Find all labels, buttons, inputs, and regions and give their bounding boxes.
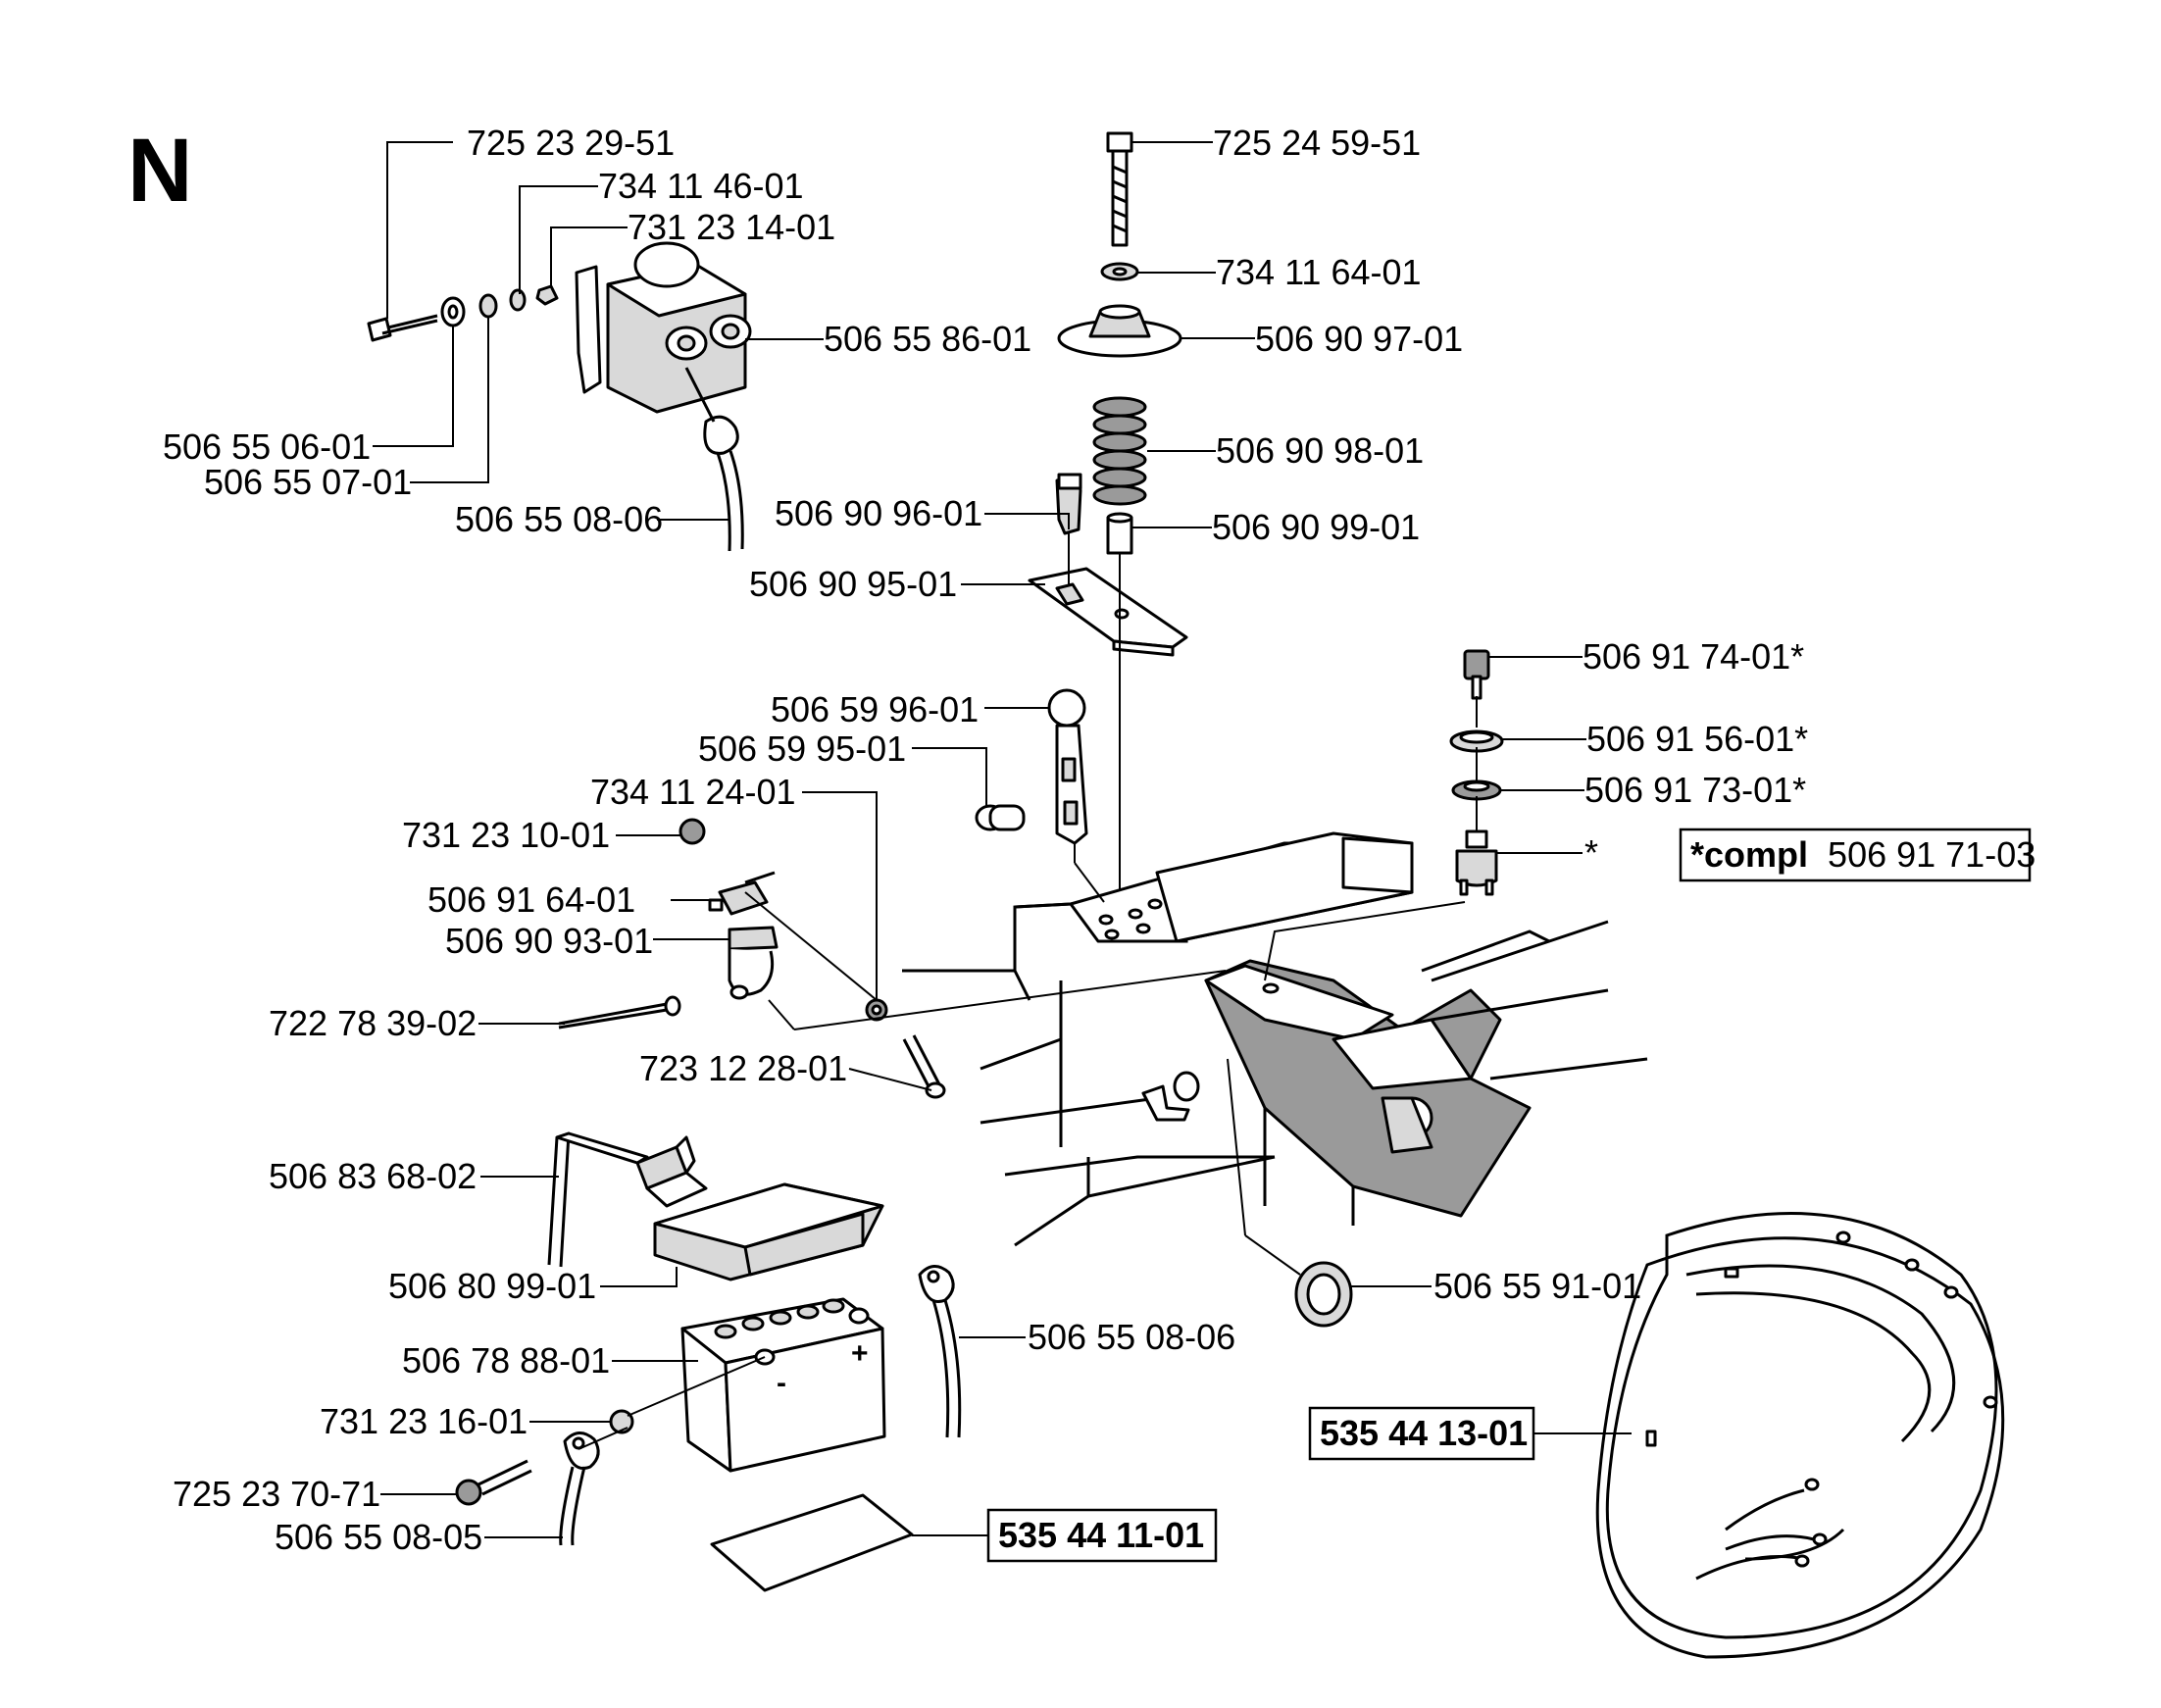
label-506-78-88-01: 506 78 88-01 — [402, 1340, 610, 1381]
label-734-11-46-01: 734 11 46-01 — [598, 166, 804, 206]
compl-number: 506 91 71-03 — [1828, 834, 2035, 875]
label-506-55-91-01: 506 55 91-01 — [1433, 1266, 1641, 1306]
frame-structure — [902, 831, 1648, 1247]
label-506-91-64-01: 506 91 64-01 — [427, 879, 635, 920]
mounting-plate — [1028, 567, 1188, 649]
solenoid-assembly — [367, 241, 752, 552]
bolt-shank — [387, 314, 438, 329]
lever-assembly — [558, 688, 1227, 1099]
kit-535-44-11-01-box: 535 44 11-01 — [986, 1508, 1218, 1563]
kit-535-44-13-01: 535 44 13-01 — [1320, 1413, 1528, 1453]
section-letter: N — [127, 121, 192, 221]
label-506-55-86-01: 506 55 86-01 — [824, 319, 1031, 359]
part-labels: 725 23 29-51 734 11 46-01 731 23 14-01 5… — [163, 123, 1808, 1557]
kit-535-44-13-01-box: 535 44 13-01 — [1308, 1406, 1535, 1461]
label-star: * — [1584, 832, 1598, 873]
label-506-90-97-01: 506 90 97-01 — [1255, 319, 1463, 359]
label-725-23-29-51: 725 23 29-51 — [467, 123, 675, 163]
grommet-part — [1173, 1071, 1200, 1102]
svg-text:*compl 506 91 71-03: *compl 506 91 71-03 — [1690, 834, 2035, 875]
bushing-part — [1227, 1058, 1353, 1328]
label-506-55-06-01: 506 55 06-01 — [163, 427, 371, 467]
label-506-90-98-01: 506 90 98-01 — [1216, 430, 1424, 471]
label-731-23-10-01: 731 23 10-01 — [402, 815, 610, 855]
lever-arm — [1055, 724, 1088, 845]
lock-washer-part — [509, 288, 527, 312]
clip-part — [1141, 1084, 1190, 1122]
battery-minus-sign: - — [777, 1367, 786, 1399]
clamp-part — [728, 926, 779, 951]
label-506-59-96-01: 506 59 96-01 — [771, 689, 979, 729]
bolt-head — [455, 1479, 482, 1506]
solenoid-bracket — [575, 265, 602, 394]
positive-cable — [943, 1299, 962, 1438]
label-506-91-74-01: 506 91 74-01* — [1583, 636, 1804, 677]
battery-mat — [710, 1493, 914, 1592]
bolt-shank — [477, 1459, 528, 1486]
label-506-90-99-01: 506 90 99-01 — [1212, 507, 1420, 547]
label-506-59-95-01: 506 59 95-01 — [698, 728, 906, 769]
pin-part — [558, 1002, 668, 1026]
label-506-55-08-06-bottom: 506 55 08-06 — [1028, 1317, 1235, 1357]
leader-lines — [373, 141, 1632, 1538]
switch-body — [1465, 829, 1488, 849]
battery-strap — [547, 1131, 571, 1268]
compl-prefix: *compl — [1690, 834, 1808, 875]
ignition-key — [1463, 649, 1490, 680]
compl-kit-box: *compl 506 91 71-03 — [1679, 828, 2035, 882]
battery-terminal-positive — [848, 1307, 870, 1325]
bolt-head — [367, 317, 392, 342]
wiring-harness — [1595, 1212, 2005, 1659]
label-722-78-39-02: 722 78 39-02 — [269, 1003, 477, 1043]
label-506-90-95-01: 506 90 95-01 — [749, 564, 957, 604]
battery-plus-sign: + — [851, 1337, 869, 1370]
label-723-12-28-01: 723 12 28-01 — [639, 1048, 847, 1088]
lever-knob — [1047, 688, 1086, 728]
negative-cable — [571, 1466, 586, 1546]
label-506-90-93-01: 506 90 93-01 — [445, 921, 653, 961]
label-506-83-68-02: 506 83 68-02 — [269, 1156, 477, 1196]
label-506-90-96-01: 506 90 96-01 — [775, 493, 982, 533]
bolt-stack — [1028, 131, 1188, 902]
microswitch-part — [718, 880, 769, 916]
label-734-11-24-01: 734 11 24-01 — [590, 772, 796, 812]
solenoid-cap — [633, 241, 700, 288]
label-506-55-08-05: 506 55 08-05 — [275, 1517, 482, 1557]
bolt-head — [1106, 131, 1133, 153]
ignition-switch-assembly — [1449, 649, 1504, 896]
label-731-23-14-01: 731 23 14-01 — [628, 207, 835, 247]
label-725-24-59-51: 725 24 59-51 — [1213, 123, 1421, 163]
label-506-91-73-01: 506 91 73-01* — [1584, 770, 1806, 810]
cable-lug — [703, 415, 739, 455]
label-506-91-56-01: 506 91 56-01* — [1586, 719, 1808, 759]
label-506-55-08-06-top: 506 55 08-06 — [455, 499, 663, 539]
kit-535-44-11-01: 535 44 11-01 — [998, 1515, 1204, 1555]
bolt-part — [902, 1038, 931, 1089]
spring-part — [1092, 396, 1147, 506]
nut-part — [535, 284, 559, 306]
label-506-80-99-01: 506 80 99-01 — [388, 1266, 596, 1306]
battery-vent-caps — [714, 1298, 845, 1339]
label-731-23-16-01: 731 23 16-01 — [320, 1401, 528, 1441]
washer-part — [478, 293, 498, 319]
label-734-11-64-01: 734 11 64-01 — [1216, 252, 1422, 292]
battery-cable — [729, 450, 744, 550]
label-725-23-70-71: 725 23 70-71 — [173, 1474, 380, 1514]
nut-part — [678, 818, 706, 845]
label-506-55-07-01: 506 55 07-01 — [204, 462, 412, 502]
